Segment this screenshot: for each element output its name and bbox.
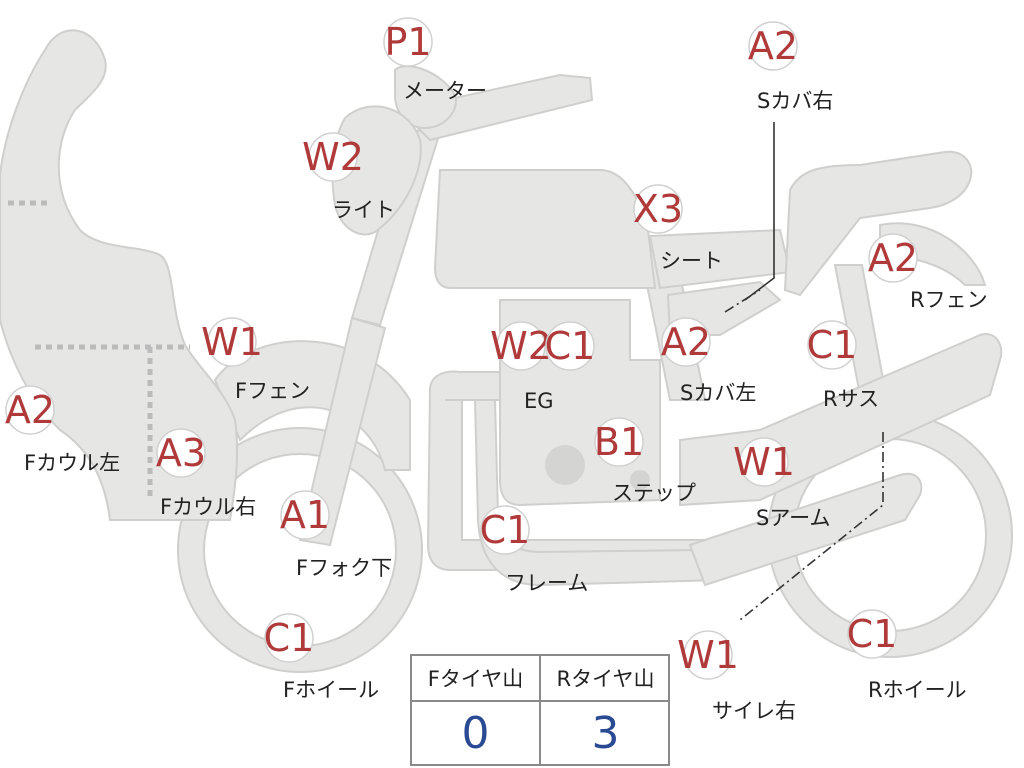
part-engine[interactable]: W2 C1 EG bbox=[490, 321, 596, 413]
part-label: メーター bbox=[403, 79, 487, 103]
part-code: A2 bbox=[5, 388, 55, 432]
part-rear-suspension[interactable]: C1 Rサス bbox=[807, 320, 880, 411]
part-code: B1 bbox=[594, 420, 644, 464]
part-label: ライト bbox=[332, 198, 395, 222]
part-label: EG bbox=[524, 389, 554, 413]
part-label: シート bbox=[660, 249, 723, 273]
part-code: A2 bbox=[661, 320, 711, 364]
part-front-wheel[interactable]: C1 Fホイール bbox=[264, 613, 379, 702]
part-code: X3 bbox=[633, 187, 683, 231]
part-code: W1 bbox=[733, 440, 795, 484]
tire-tread-table: Fタイヤ山 Rタイヤ山 0 3 bbox=[410, 654, 670, 766]
part-label: Fフォク下 bbox=[296, 556, 392, 580]
rear-tread-header: Rタイヤ山 bbox=[541, 656, 670, 702]
part-label: Fカウル右 bbox=[160, 495, 256, 519]
part-light[interactable]: W2 ライト bbox=[302, 132, 395, 222]
fork-lower-shape bbox=[298, 316, 387, 547]
part-code: A2 bbox=[748, 24, 798, 68]
part-code: W1 bbox=[677, 633, 739, 677]
part-code: A1 bbox=[280, 493, 330, 537]
part-code: C1 bbox=[807, 323, 858, 367]
part-label: Fカウル左 bbox=[24, 451, 120, 475]
part-code: C1 bbox=[264, 616, 315, 660]
fuel-tank-shape bbox=[433, 169, 657, 289]
part-front-fender[interactable]: W1 Fフェン bbox=[201, 317, 310, 403]
part-meter[interactable]: P1 メーター bbox=[383, 17, 487, 103]
part-side-cover-left[interactable]: A2 Sカバ左 bbox=[661, 317, 756, 405]
part-code: A3 bbox=[156, 431, 206, 475]
part-muffler-right[interactable]: W1 サイレ右 bbox=[677, 630, 796, 723]
part-cowl-right[interactable]: A3 Fカウル右 bbox=[156, 428, 256, 519]
part-code: C1 bbox=[480, 508, 531, 552]
part-side-cover-right[interactable]: A2 Sカバ右 bbox=[748, 21, 833, 113]
part-label: Fフェン bbox=[235, 379, 310, 403]
muffler-shape bbox=[688, 472, 923, 587]
part-code: W1 bbox=[201, 320, 263, 364]
part-fork-lower[interactable]: A1 Fフォク下 bbox=[280, 490, 392, 580]
part-label: Rホイール bbox=[868, 678, 967, 702]
part-code: A2 bbox=[868, 236, 918, 280]
part-code: W2 bbox=[490, 324, 552, 368]
part-label: Sカバ左 bbox=[680, 381, 756, 405]
part-step[interactable]: B1 ステップ bbox=[594, 417, 696, 505]
part-label: Rサス bbox=[823, 387, 879, 411]
front-tread-value: 0 bbox=[412, 702, 541, 764]
part-label: フレーム bbox=[505, 571, 588, 595]
part-code: C1 bbox=[545, 324, 596, 368]
rear-tread-value: 3 bbox=[591, 707, 620, 759]
part-label: Rフェン bbox=[910, 288, 988, 312]
part-rear-fender[interactable]: A2 Rフェン bbox=[868, 233, 988, 312]
part-label: Fホイール bbox=[283, 678, 379, 702]
front-tread-header: Fタイヤ山 bbox=[412, 656, 541, 702]
part-swing-arm[interactable]: W1 Sアーム bbox=[733, 437, 830, 530]
part-rear-wheel[interactable]: C1 Rホイール bbox=[847, 609, 967, 702]
part-label: Sアーム bbox=[756, 506, 830, 530]
part-cowl-left[interactable]: A2 Fカウル左 bbox=[5, 385, 120, 475]
part-code: P1 bbox=[384, 20, 431, 64]
part-label: Sカバ右 bbox=[757, 89, 833, 113]
part-code: W2 bbox=[302, 135, 364, 179]
part-frame[interactable]: C1 フレーム bbox=[480, 505, 589, 595]
muffler-right-leader bbox=[739, 432, 884, 621]
part-label: ステップ bbox=[612, 481, 696, 505]
front-cowl-shape bbox=[0, 29, 239, 521]
part-seat[interactable]: X3 シート bbox=[633, 184, 723, 273]
handlebar-shape bbox=[397, 73, 594, 142]
part-code: C1 bbox=[847, 612, 898, 656]
part-label: サイレ右 bbox=[712, 699, 796, 723]
